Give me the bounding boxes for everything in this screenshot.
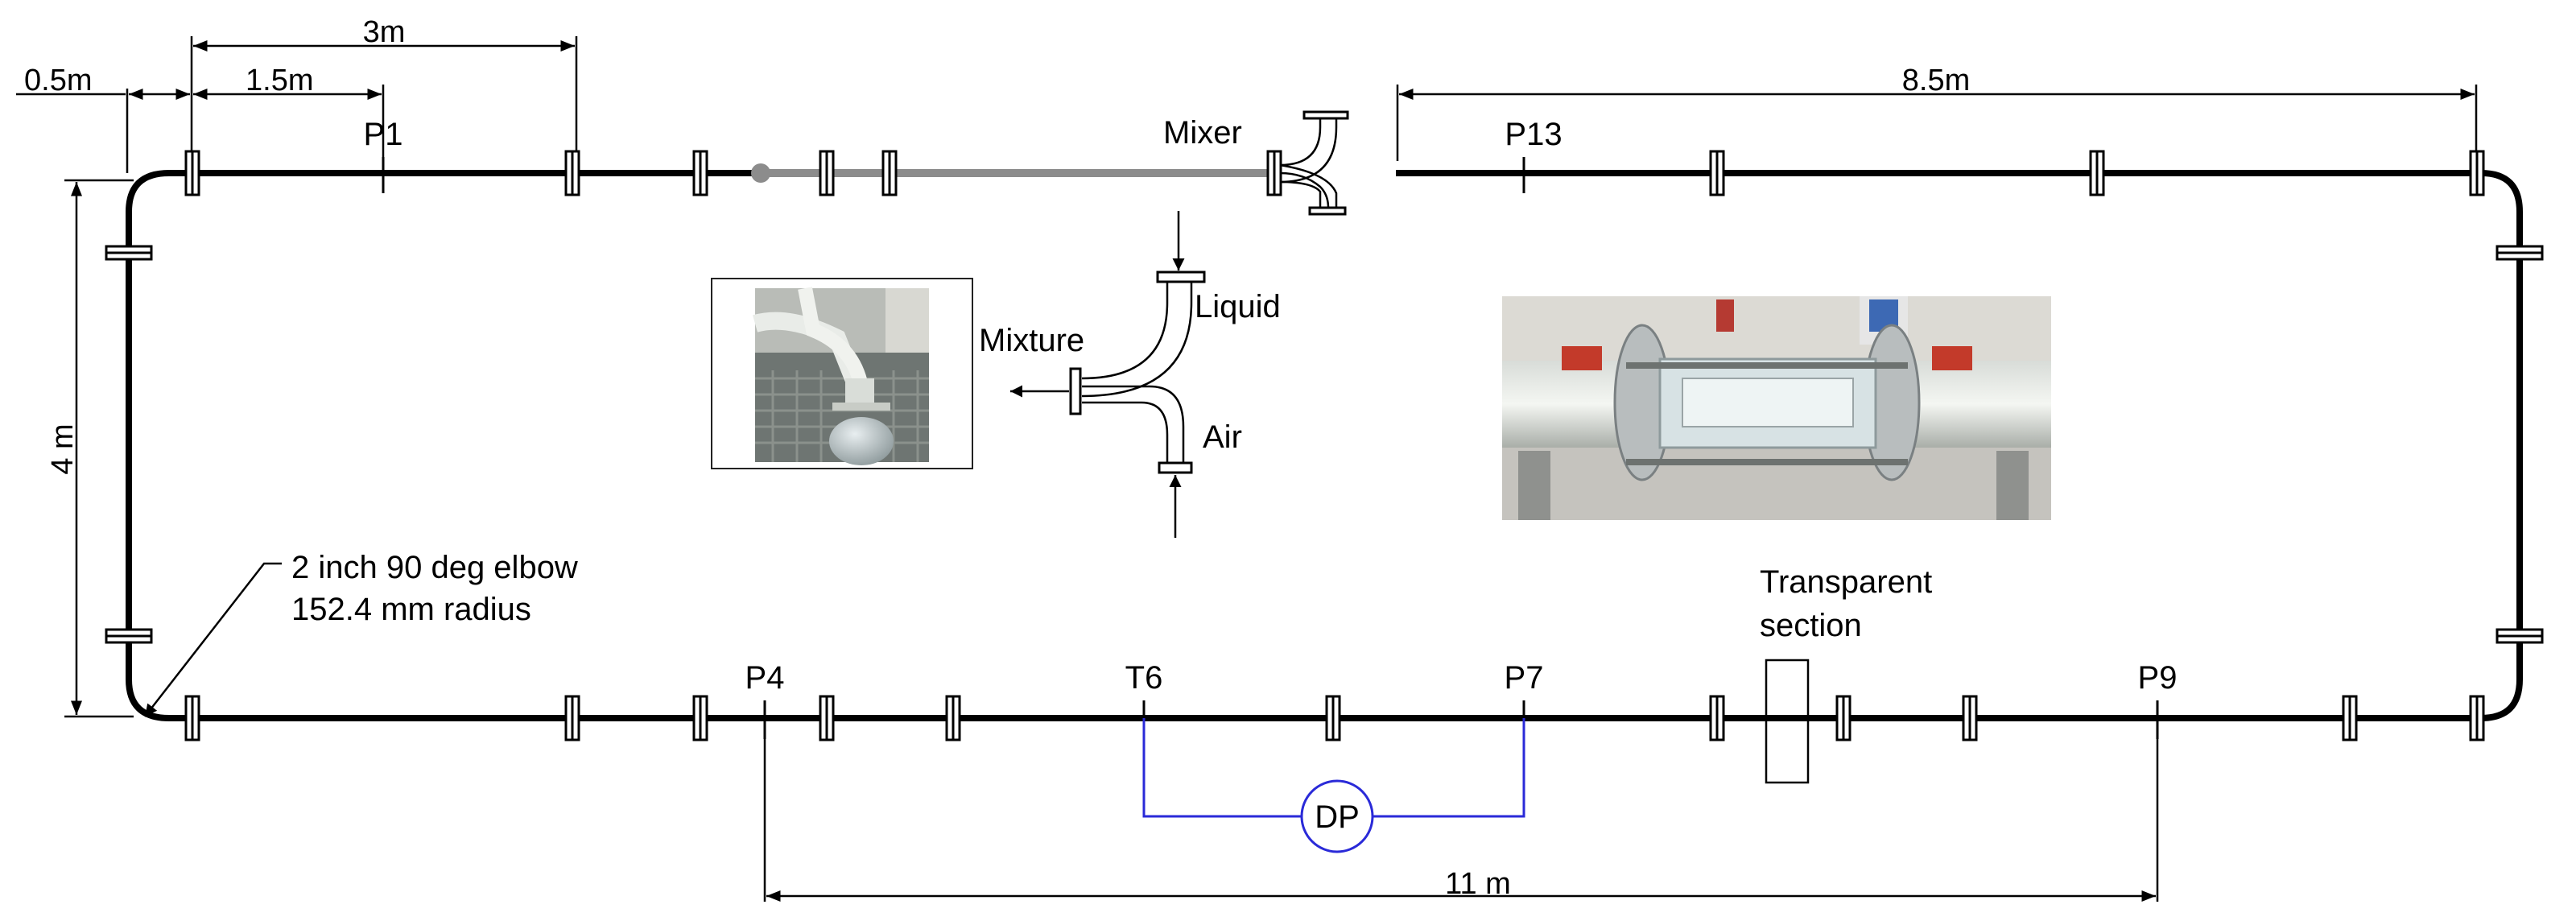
flange xyxy=(105,628,153,644)
flange xyxy=(1709,150,1725,196)
dim-4m: 4 m xyxy=(46,423,80,474)
flange xyxy=(184,150,200,196)
flange xyxy=(1325,695,1341,741)
flange xyxy=(945,695,961,741)
mixer-fitting-icon xyxy=(1279,110,1349,216)
tap-label-p9: P9 xyxy=(2138,660,2178,696)
transparent-section-photo xyxy=(1502,296,2051,520)
transparent-label-line2: section xyxy=(1760,608,1862,643)
elbow-label-line2: 152.4 mm radius xyxy=(291,592,531,627)
flange xyxy=(184,695,200,741)
text-labels: 3m 0.5m 1.5m 8.5m 4 m 11 m P1 P13 P4 T6 … xyxy=(24,15,2177,901)
transparent-section-box xyxy=(1765,659,1810,784)
mixture-label: Mixture xyxy=(979,323,1084,358)
mixer-label: Mixer xyxy=(1163,115,1242,151)
flange xyxy=(105,245,153,261)
flange xyxy=(2469,695,2485,741)
tap-label-p4: P4 xyxy=(745,660,785,696)
flange xyxy=(2469,150,2485,196)
dim-3m: 3m xyxy=(363,15,406,49)
tap-label-t6: T6 xyxy=(1125,660,1163,696)
flange xyxy=(819,695,835,741)
mixer-photo xyxy=(711,278,973,469)
flange xyxy=(692,150,708,196)
dim-05m: 0.5m xyxy=(24,64,92,97)
flange xyxy=(2496,628,2544,644)
flange xyxy=(1709,695,1725,741)
air-label: Air xyxy=(1203,419,1242,455)
flange xyxy=(1266,150,1282,196)
tap-label-p13: P13 xyxy=(1505,117,1562,152)
flange xyxy=(692,695,708,741)
dim-85m: 8.5m xyxy=(1902,64,1970,97)
flanges xyxy=(105,150,2544,741)
mixer-detail-icon xyxy=(1010,211,1206,538)
tap-label-p1: P1 xyxy=(364,117,403,152)
dim-15m: 1.5m xyxy=(246,64,313,97)
mixer-pipe-end-cap xyxy=(751,163,770,183)
flange xyxy=(1962,695,1978,741)
flange xyxy=(564,695,580,741)
flange xyxy=(564,150,580,196)
transparent-label-line1: Transparent xyxy=(1760,564,1932,600)
tap-label-p7: P7 xyxy=(1505,660,1544,696)
pipe-loop xyxy=(126,163,2523,721)
elbow-label-line1: 2 inch 90 deg elbow xyxy=(291,550,578,585)
flange xyxy=(881,150,898,196)
flange xyxy=(2496,245,2544,261)
dp-label: DP xyxy=(1315,799,1360,835)
flange xyxy=(819,150,835,196)
dp-gauge-icon xyxy=(1300,779,1374,853)
dimension-lines xyxy=(16,36,2478,902)
flange xyxy=(2089,150,2105,196)
dp-connection: DP xyxy=(1142,718,1525,853)
liquid-label: Liquid xyxy=(1195,289,1281,324)
dim-11m: 11 m xyxy=(1445,867,1511,901)
flange xyxy=(2342,695,2358,741)
flange xyxy=(1835,695,1852,741)
